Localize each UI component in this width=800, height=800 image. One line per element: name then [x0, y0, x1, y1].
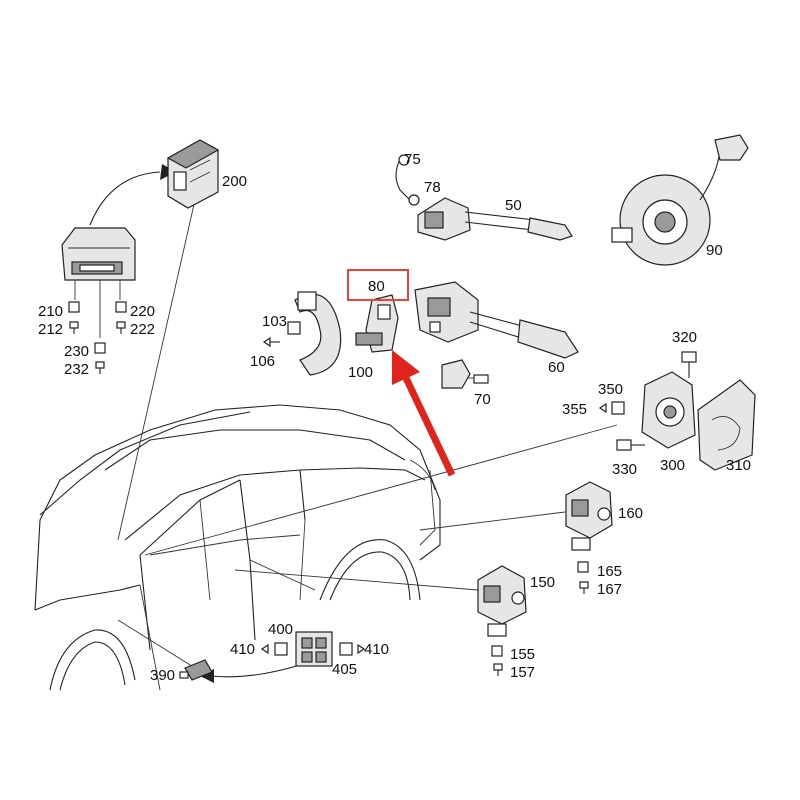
- red-pointer-arrow: [392, 350, 456, 477]
- label-103: 103: [262, 313, 287, 330]
- part-100-steering-ring: [262, 291, 342, 376]
- label-75: 75: [404, 151, 421, 168]
- label-90: 90: [706, 242, 723, 259]
- label-400: 400: [268, 621, 293, 638]
- label-70: 70: [474, 391, 491, 408]
- part-90-clock-spring: [611, 134, 749, 266]
- part-310-cover: [697, 379, 756, 471]
- part-300-ignition-switch: [598, 351, 697, 451]
- label-222: 222: [130, 321, 155, 338]
- label-350: 350: [598, 381, 623, 398]
- label-320: 320: [672, 329, 697, 346]
- control-unit-210: [61, 227, 136, 354]
- label-100: 100: [348, 364, 373, 381]
- label-355: 355: [562, 401, 587, 418]
- label-155: 155: [510, 646, 535, 663]
- part-200-module: [166, 139, 220, 209]
- label-310: 310: [726, 457, 751, 474]
- part-390-sensor: [179, 659, 213, 681]
- label-220: 220: [130, 303, 155, 320]
- part-number-labels: 75 78 50 90 200 80 103 106 100 60 70 320…: [38, 151, 751, 684]
- car-body-outline: [34, 404, 441, 691]
- label-167: 167: [597, 581, 622, 598]
- label-410-left: 410: [230, 641, 255, 658]
- label-78: 78: [424, 179, 441, 196]
- part-400-connector: [260, 631, 366, 667]
- part-80-lever-switch: [355, 294, 399, 353]
- part-160-switch: [565, 481, 613, 573]
- part-70-sensor: [441, 359, 489, 389]
- label-165: 165: [597, 563, 622, 580]
- label-300: 300: [660, 457, 685, 474]
- label-210: 210: [38, 303, 63, 320]
- part-150-switch: [477, 565, 527, 657]
- label-60: 60: [548, 359, 565, 376]
- label-50: 50: [505, 197, 522, 214]
- label-230: 230: [64, 343, 89, 360]
- label-106: 106: [250, 353, 275, 370]
- label-150: 150: [530, 574, 555, 591]
- highlight-box-80: [347, 269, 409, 301]
- label-212: 212: [38, 321, 63, 338]
- pin-glyphs: [69, 321, 589, 676]
- part-60-combination-switch: [414, 281, 579, 359]
- label-405: 405: [332, 661, 357, 678]
- label-390: 390: [150, 667, 175, 684]
- part-50-wiper-switch: [395, 154, 573, 241]
- leader-lines: [117, 199, 618, 669]
- label-330: 330: [612, 461, 637, 478]
- label-200: 200: [222, 173, 247, 190]
- label-157: 157: [510, 664, 535, 681]
- label-160: 160: [618, 505, 643, 522]
- label-80: 80: [368, 278, 385, 295]
- label-232: 232: [64, 361, 89, 378]
- label-410-right: 410: [364, 641, 389, 658]
